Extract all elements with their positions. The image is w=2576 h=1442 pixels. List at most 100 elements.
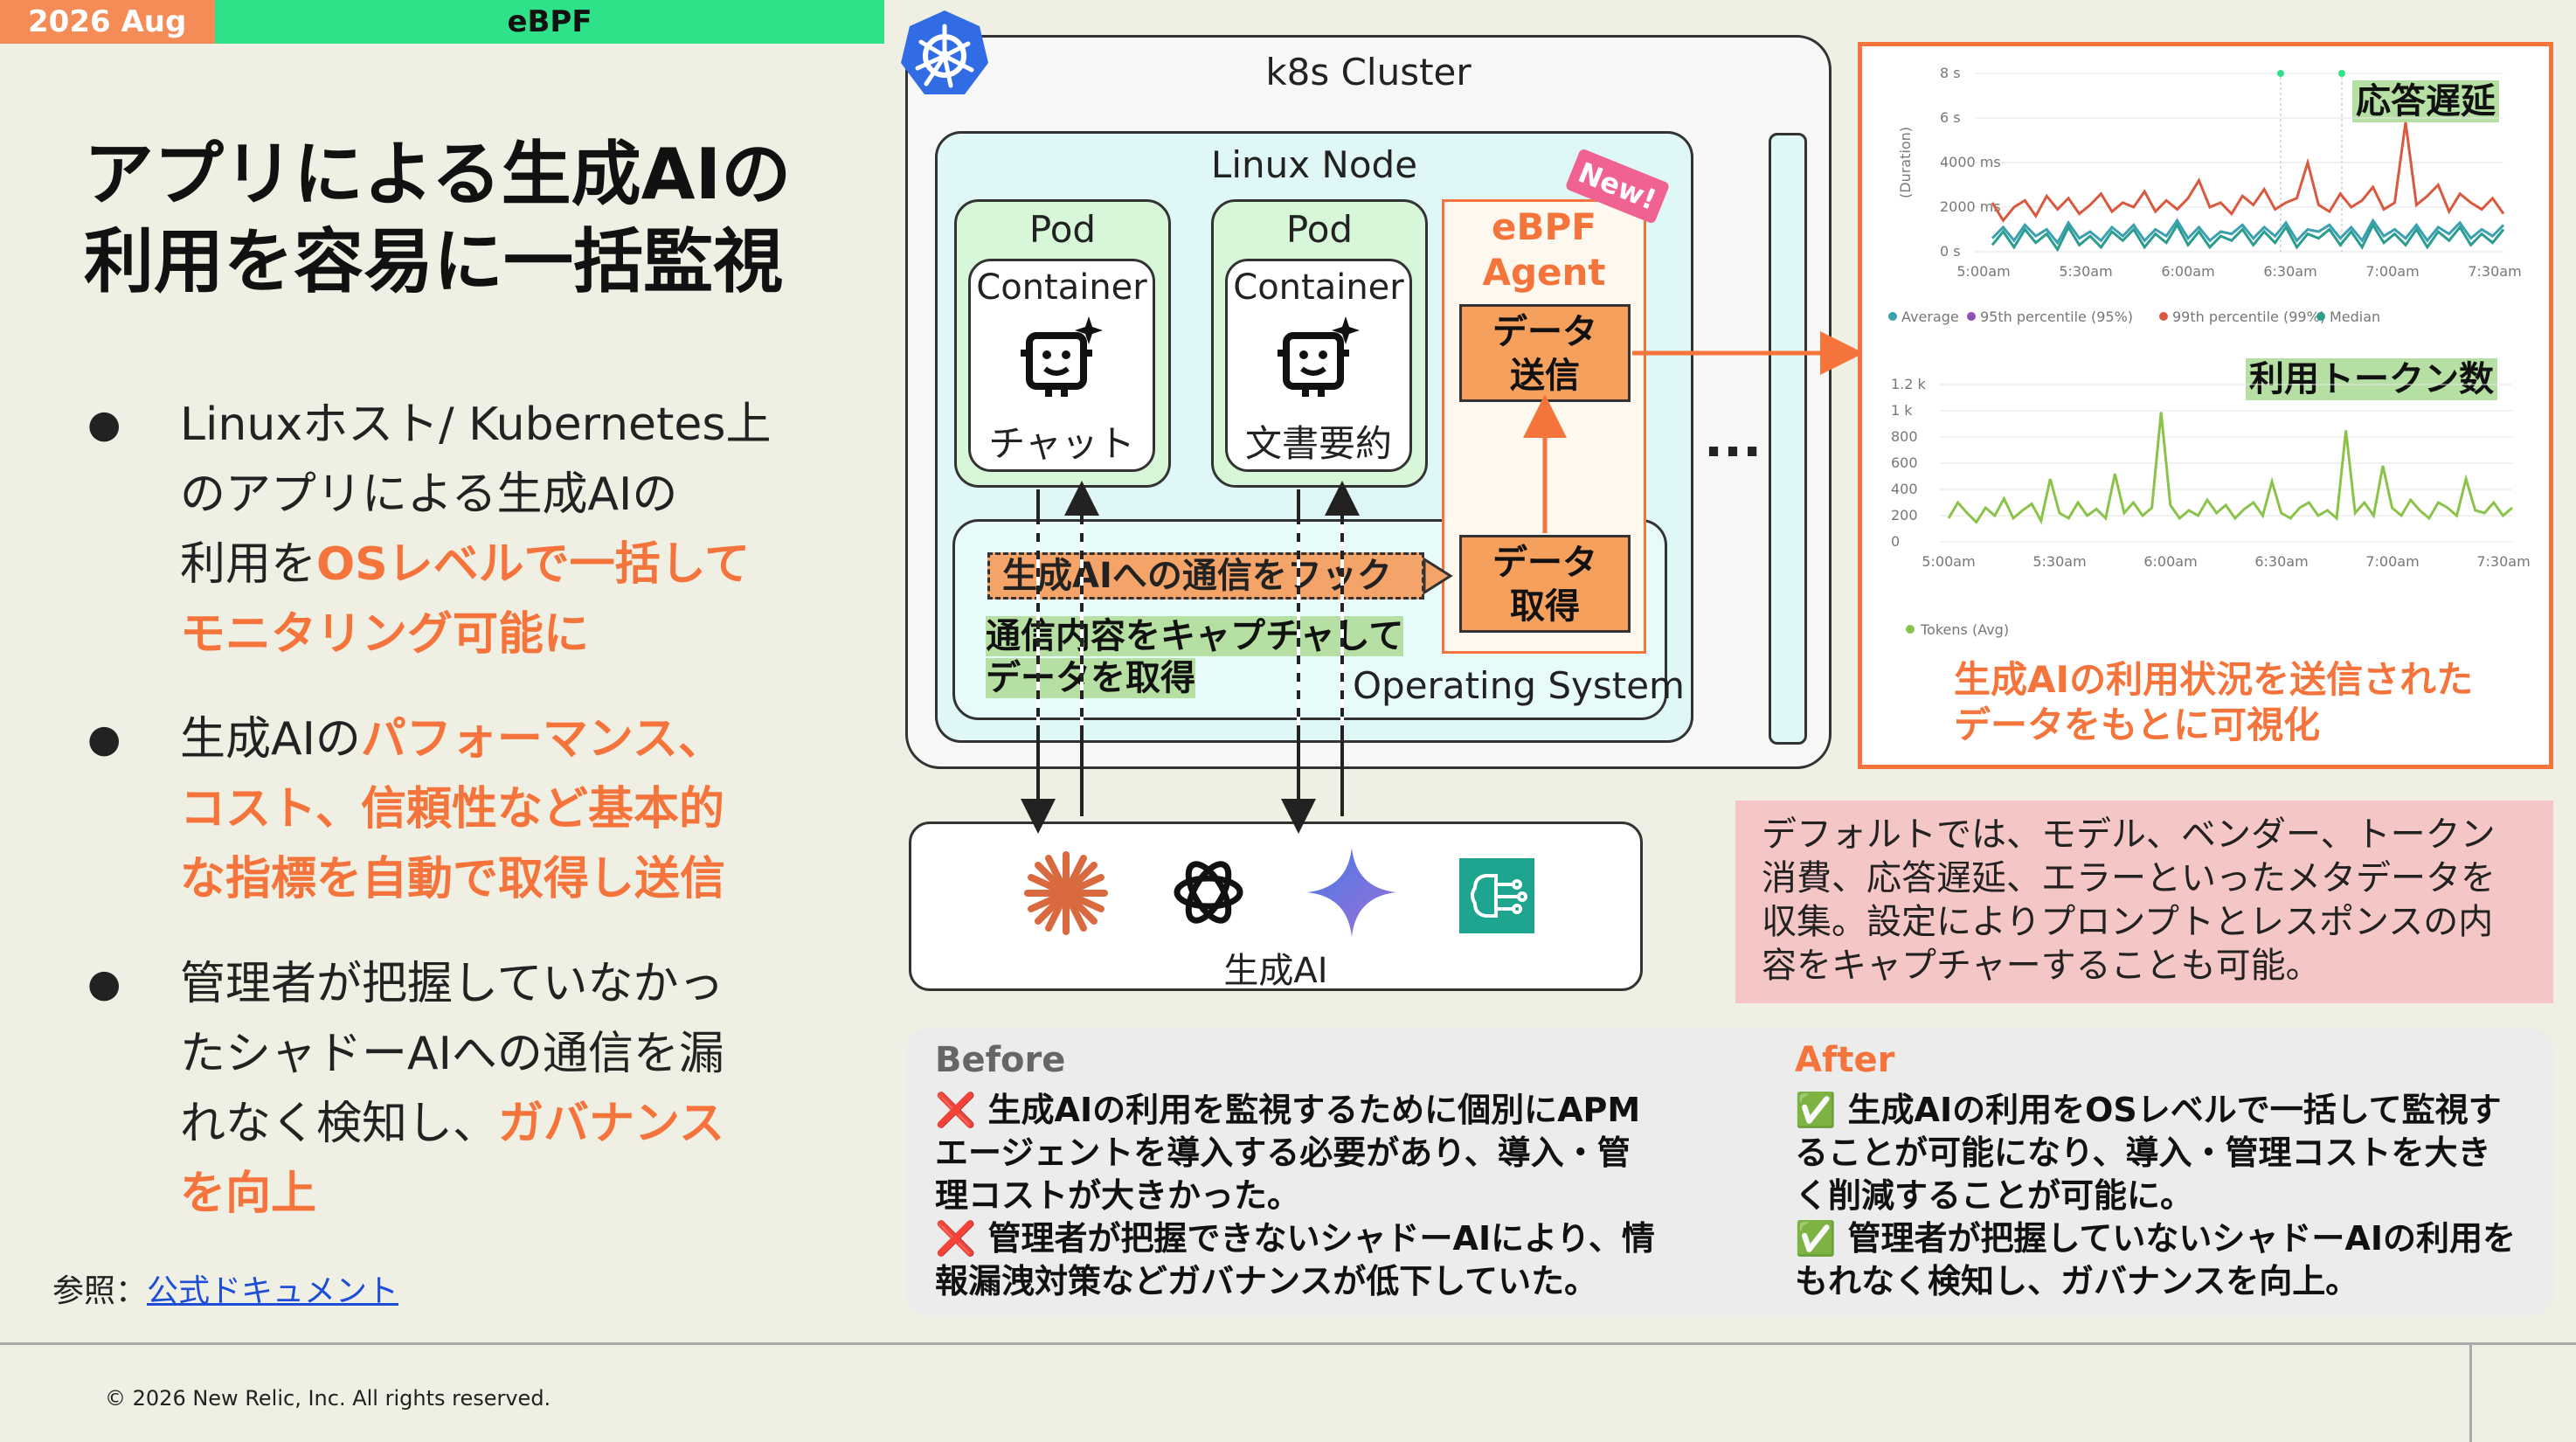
app-label-chat: チャット	[988, 422, 1135, 465]
after-line: く削減することが可能に。	[1795, 1176, 2194, 1215]
reference: 参照：公式ドキュメント	[52, 1265, 398, 1311]
event-marker	[2338, 70, 2345, 77]
x-tick-label: 5:30am	[2032, 553, 2086, 570]
official-docs-link[interactable]: 公式ドキュメント	[147, 1273, 399, 1309]
date-tag: 2026 Aug	[0, 0, 215, 44]
after-line: ✅ 管理者が把握していないシャドーAIの利用を	[1795, 1219, 2516, 1258]
y-tick-label: 2000 ms	[1940, 198, 2001, 215]
bullet-line: たシャドーAIへの通信を漏	[180, 1019, 839, 1089]
chart-caption-line-1: 生成AIの利用状況を送信された	[1954, 658, 2474, 701]
x-tick-label: 7:30am	[2476, 553, 2530, 570]
x-tick-label: 6:30am	[2254, 553, 2308, 570]
before-line: 報漏洩対策などガバナンスが低下していた。	[935, 1262, 1598, 1300]
bullet-3: ●管理者が把握していなかったシャドーAIへの通信を漏れなく検知し、ガバナンスを向…	[87, 949, 839, 1229]
bullet-segment: れなく検知し、	[180, 1098, 499, 1150]
y-tick-label: 1 k	[1891, 402, 1913, 419]
reference-label: 参照：	[52, 1273, 148, 1309]
footer-vertical-divider	[2469, 1344, 2472, 1442]
before-heading: Before	[935, 1040, 1066, 1080]
chart-caption: 生成AIの利用状況を送信された データをもとに可視化	[1954, 657, 2473, 748]
note-line: 消費、応答遅延、エラーといったメタデータを	[1762, 858, 2496, 898]
highlight-text: コスト、信頼性など基本的	[180, 783, 724, 835]
linux-node-label: Linux Node	[1210, 143, 1418, 186]
anthropic-claude-icon	[1024, 851, 1108, 935]
additional-node-bar	[1769, 133, 1807, 745]
bullet-text: 生成AIのパフォーマンス、コスト、信頼性など基本的な指標を自動で取得し送信	[180, 704, 839, 914]
series-line	[1991, 222, 2505, 253]
x-tick-label: 5:30am	[2059, 263, 2112, 280]
gemini-icon	[1307, 848, 1396, 937]
kubernetes-logo-icon	[901, 10, 988, 94]
latency-chart-title: 応答遅延	[2352, 80, 2499, 122]
send-line-1: データ	[1492, 312, 1597, 352]
after-line: ることが可能になり、導入・管理コストを大き	[1795, 1133, 2491, 1172]
bullet-2: ●生成AIのパフォーマンス、コスト、信頼性など基本的な指標を自動で取得し送信	[87, 704, 839, 914]
after-heading: After	[1795, 1040, 1895, 1080]
bullet-segment: 生成AIの	[180, 713, 361, 766]
bullet-dot: ●	[87, 961, 121, 1006]
bullet-line: 管理者が把握していなかっ	[180, 949, 839, 1019]
default-collection-note: デフォルトでは、モデル、ベンダー、トークン 消費、応答遅延、エラーといったメタデ…	[1735, 801, 2553, 1003]
fetch-line-1: データ	[1492, 543, 1597, 583]
container-label: Container	[976, 267, 1147, 308]
data-fetch-box: データ 取得	[1459, 535, 1631, 633]
before-after-box	[905, 1028, 2555, 1316]
tokens-chart-title: 利用トークン数	[2246, 358, 2497, 400]
highlight-text: パフォーマンス、	[360, 713, 724, 766]
more-nodes-ellipsis: ...	[1704, 409, 1762, 468]
ai-bot-icon	[1021, 316, 1103, 397]
series-line	[1947, 412, 2513, 525]
bullet-segment: のアプリによる生成AIの	[180, 468, 678, 521]
legend-swatch	[2316, 312, 2325, 321]
bullet-1: ●Linuxホスト/ Kubernetes上のアプリによる生成AIの利用をOSレ…	[87, 390, 839, 669]
legend-label: 95th percentile (95%)	[1980, 309, 2133, 325]
before-line: ❌ 管理者が把握できないシャドーAIにより、情	[935, 1219, 1655, 1258]
x-tick-label: 7:00am	[2365, 553, 2419, 570]
ai-model-chip-icon	[1459, 858, 1534, 933]
bullet-line: のアプリによる生成AIの	[180, 460, 839, 530]
legend-swatch	[1906, 625, 1915, 634]
highlight-text: モニタリング可能に	[180, 608, 590, 661]
bullet-text: 管理者が把握していなかったシャドーAIへの通信を漏れなく検知し、ガバナンスを向上	[180, 949, 839, 1229]
y-tick-label: 8 s	[1940, 65, 1961, 81]
footer-divider	[0, 1342, 2576, 1345]
container-label: Container	[1233, 267, 1404, 308]
capture-line-2: データを取得	[986, 658, 1195, 698]
x-tick-label: 6:00am	[2161, 263, 2214, 280]
bullet-dot: ●	[87, 402, 121, 447]
k8s-cluster-label: k8s Cluster	[1265, 51, 1472, 94]
hook-label: 生成AIへの通信をフック	[987, 552, 1424, 600]
x-tick-label: 6:30am	[2263, 263, 2316, 280]
highlight-text: OSレベルで一括して	[316, 538, 751, 591]
y-tick-label: 6 s	[1940, 109, 1961, 126]
legend-swatch	[1967, 312, 1976, 321]
ebpf-label-line-1: eBPF	[1492, 205, 1596, 248]
bullet-text: Linuxホスト/ Kubernetes上のアプリによる生成AIの利用をOSレベ…	[180, 390, 839, 669]
x-tick-label: 5:00am	[1922, 553, 1975, 570]
before-line: エージェントを導入する必要があり、導入・管	[935, 1133, 1631, 1172]
y-tick-label: 800	[1891, 428, 1918, 445]
ebpf-agent-label: eBPF Agent	[1442, 205, 1646, 295]
bullet-line: Linuxホスト/ Kubernetes上	[180, 390, 839, 460]
send-line-2: 送信	[1510, 356, 1580, 396]
legend-label: Median	[2330, 309, 2380, 325]
note-line: 収集。設定によりプロンプトとレスポンスの内	[1762, 902, 2494, 942]
after-line: もれなく検知し、ガバナンスを向上。	[1795, 1262, 2359, 1300]
fetch-line-2: 取得	[1510, 586, 1580, 627]
topic-tag: eBPF	[215, 0, 884, 44]
openai-icon	[1174, 861, 1243, 924]
generative-ai-label: 生成AI	[1223, 951, 1328, 991]
bullet-segment: 管理者が把握していなかっ	[180, 958, 724, 1010]
legend-label: Average	[1901, 309, 1959, 325]
chart-panel	[1858, 42, 2553, 769]
after-text: ✅ 生成AIの利用をOSレベルで一括して監視す ることが可能になり、導入・管理コ…	[1795, 1089, 2555, 1303]
capture-line-1: 通信内容をキャプチャして	[986, 616, 1404, 656]
highlight-text: を向上	[180, 1168, 317, 1220]
bullet-line: モニタリング可能に	[180, 600, 839, 669]
y-tick-label: 600	[1891, 454, 1918, 471]
bullet-line: な指標を自動で取得し送信	[180, 844, 839, 914]
x-tick-label: 6:00am	[2143, 553, 2197, 570]
bullet-line: 生成AIのパフォーマンス、	[180, 704, 839, 774]
